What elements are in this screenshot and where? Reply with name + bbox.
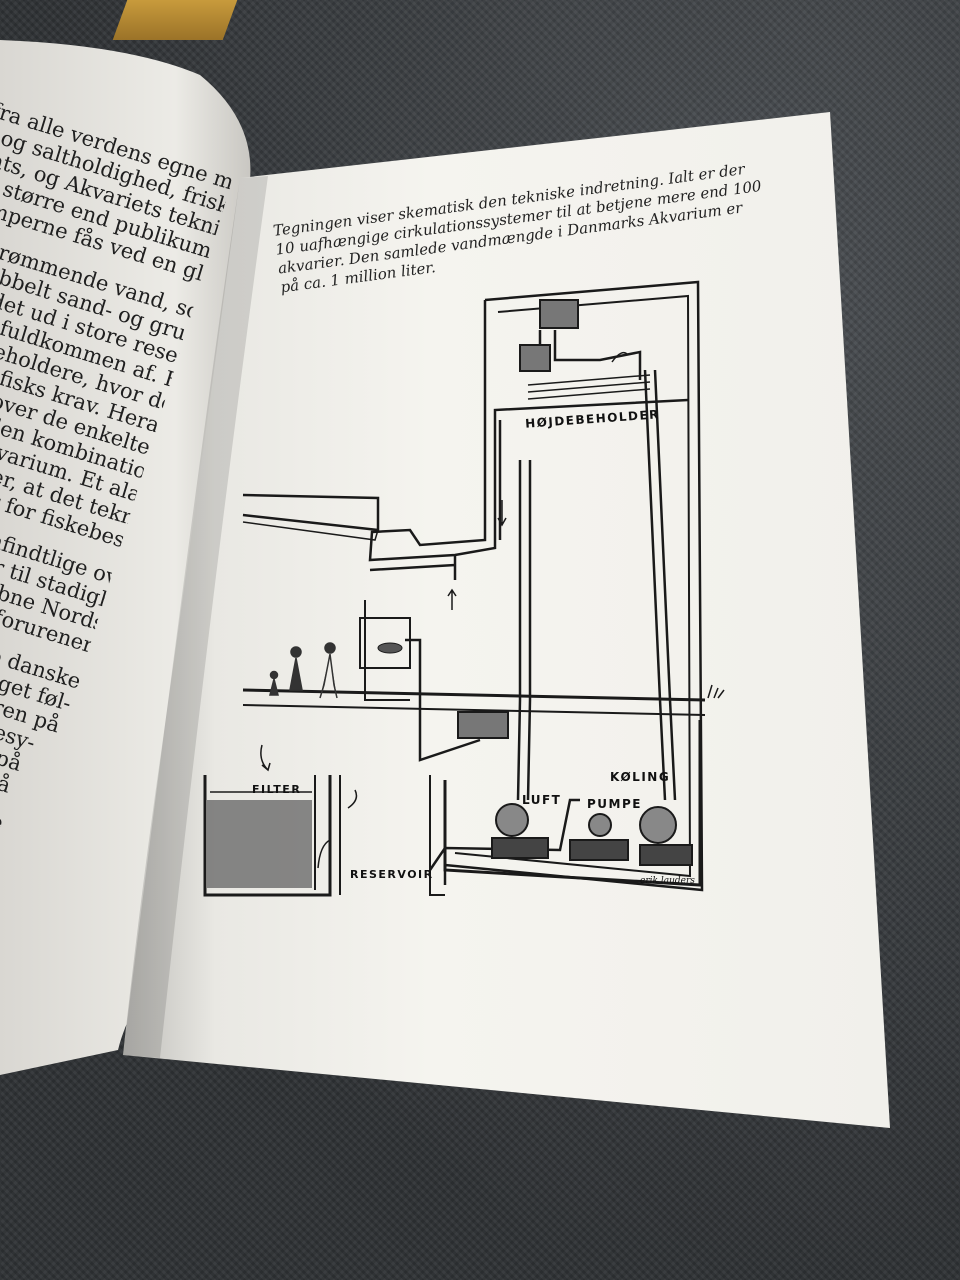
label-pump: PUMPE (587, 797, 642, 811)
label-reservoir: RESERVOIR (350, 868, 434, 881)
header-box-lower (519, 344, 551, 372)
grass (707, 684, 725, 699)
left-page (0, 40, 251, 1075)
air-pump-base (491, 837, 549, 859)
cooling-pump-base (639, 844, 693, 866)
air-pump (495, 803, 529, 837)
header-box-upper (539, 299, 579, 329)
main-pump (588, 813, 612, 837)
filter-basin (203, 775, 332, 897)
main-pump-base (569, 839, 629, 861)
cooling-pump (639, 806, 677, 844)
distribution-box (457, 711, 509, 739)
display-aquarium (359, 617, 411, 669)
visitor-figures (269, 642, 338, 699)
artist-signature: erik lauders (640, 876, 695, 886)
label-cooling: KØLING (610, 770, 671, 784)
high-tank (368, 300, 689, 562)
gutter-shadow (123, 176, 268, 1058)
cooling-coil (527, 374, 651, 400)
filter-gravel (207, 800, 312, 888)
tower-walls (443, 280, 704, 892)
fish (377, 642, 403, 654)
technical-diagram (203, 280, 725, 897)
floor-line (242, 688, 706, 702)
label-air: LUFT (522, 793, 562, 807)
basement (443, 720, 702, 887)
flow-arrows (260, 351, 629, 869)
label-filter: FILTER (252, 783, 302, 796)
